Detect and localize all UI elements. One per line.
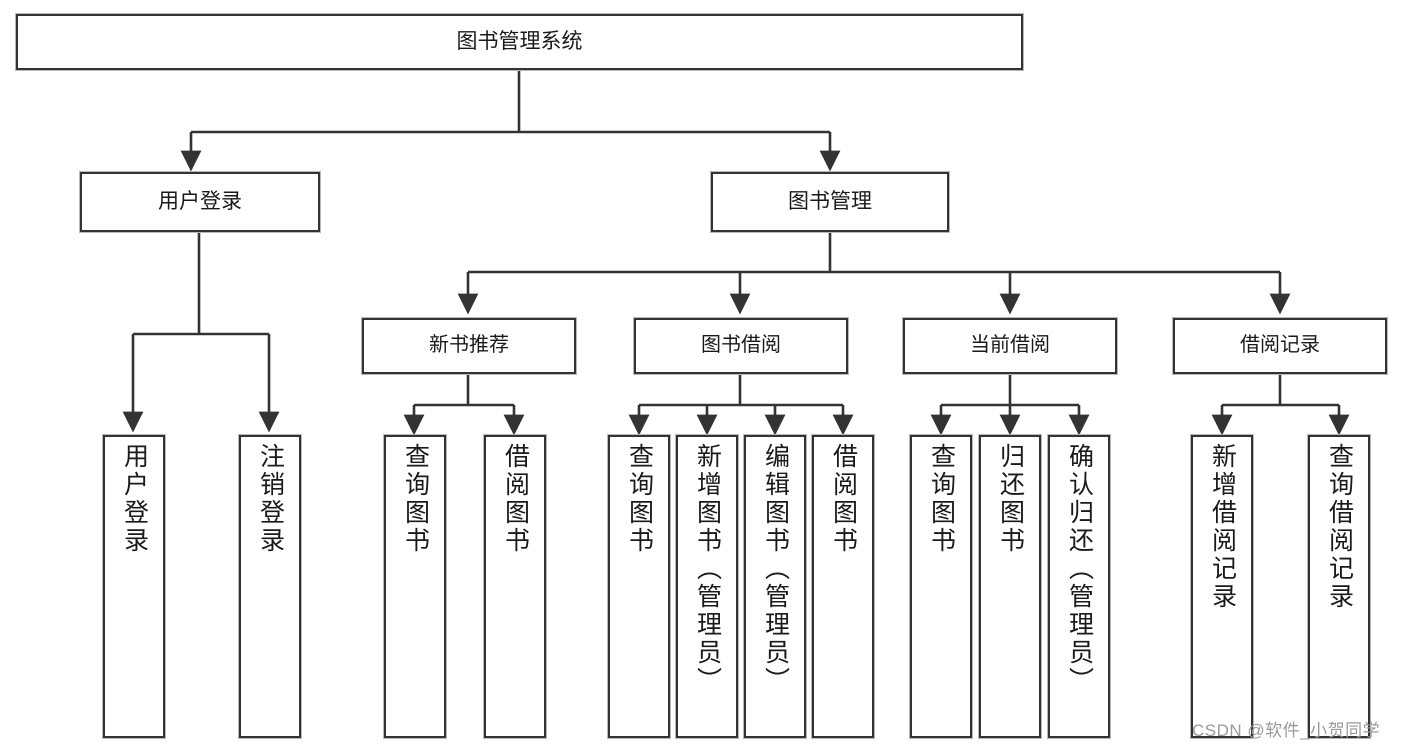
node-new-book-recommend-label: 新书推荐 bbox=[429, 334, 509, 357]
leaf-label: 注销登录 bbox=[256, 443, 285, 555]
leaf-label: 新增图书（管理员） bbox=[693, 443, 722, 695]
leaf-label: 借阅图书 bbox=[501, 443, 530, 555]
leaf-label: 查询图书 bbox=[401, 443, 430, 555]
leaf-user-login-login[interactable]: 用户登录 bbox=[103, 435, 165, 738]
leaf-new-book-query[interactable]: 查询图书 bbox=[384, 435, 446, 738]
node-new-book-recommend[interactable]: 新书推荐 bbox=[362, 318, 576, 374]
watermark: CSDN @软件_小贺同学 bbox=[1192, 721, 1381, 740]
leaf-label: 借阅图书 bbox=[829, 443, 858, 555]
leaf-label: 查询图书 bbox=[927, 443, 956, 555]
leaf-label: 查询图书 bbox=[625, 443, 654, 555]
leaf-user-login-logout[interactable]: 注销登录 bbox=[239, 435, 301, 738]
leaf-current-borrow-return[interactable]: 归还图书 bbox=[979, 435, 1041, 738]
leaf-current-borrow-confirm[interactable]: 确认归还（管理员） bbox=[1048, 435, 1110, 738]
node-book-borrow[interactable]: 图书借阅 bbox=[634, 318, 848, 374]
node-book-borrow-label: 图书借阅 bbox=[701, 334, 781, 357]
node-borrow-record[interactable]: 借阅记录 bbox=[1173, 318, 1387, 374]
node-book-manage-label: 图书管理 bbox=[788, 189, 872, 213]
leaf-label: 编辑图书（管理员） bbox=[761, 443, 790, 695]
leaf-label: 用户登录 bbox=[120, 443, 149, 555]
leaf-current-borrow-query[interactable]: 查询图书 bbox=[910, 435, 972, 738]
leaf-book-borrow-edit[interactable]: 编辑图书（管理员） bbox=[744, 435, 806, 738]
node-current-borrow[interactable]: 当前借阅 bbox=[903, 318, 1117, 374]
leaf-borrow-record-query[interactable]: 查询借阅记录 bbox=[1308, 435, 1370, 738]
node-root-label: 图书管理系统 bbox=[456, 29, 583, 53]
leaf-book-borrow-add[interactable]: 新增图书（管理员） bbox=[676, 435, 738, 738]
leaf-label: 查询借阅记录 bbox=[1325, 443, 1354, 611]
leaf-label: 确认归还（管理员） bbox=[1065, 443, 1094, 695]
leaf-new-book-borrow[interactable]: 借阅图书 bbox=[484, 435, 546, 738]
leaf-book-borrow-borrow[interactable]: 借阅图书 bbox=[812, 435, 874, 738]
node-borrow-record-label: 借阅记录 bbox=[1240, 334, 1320, 357]
node-user-login-label: 用户登录 bbox=[158, 189, 242, 213]
leaf-label: 新增借阅记录 bbox=[1208, 443, 1237, 611]
node-user-login[interactable]: 用户登录 bbox=[80, 172, 320, 232]
node-current-borrow-label: 当前借阅 bbox=[970, 334, 1050, 357]
leaf-book-borrow-query[interactable]: 查询图书 bbox=[608, 435, 670, 738]
leaf-label: 归还图书 bbox=[996, 443, 1025, 555]
leaf-borrow-record-add[interactable]: 新增借阅记录 bbox=[1191, 435, 1253, 738]
node-root[interactable]: 图书管理系统 bbox=[16, 14, 1023, 70]
node-book-manage[interactable]: 图书管理 bbox=[711, 172, 949, 232]
